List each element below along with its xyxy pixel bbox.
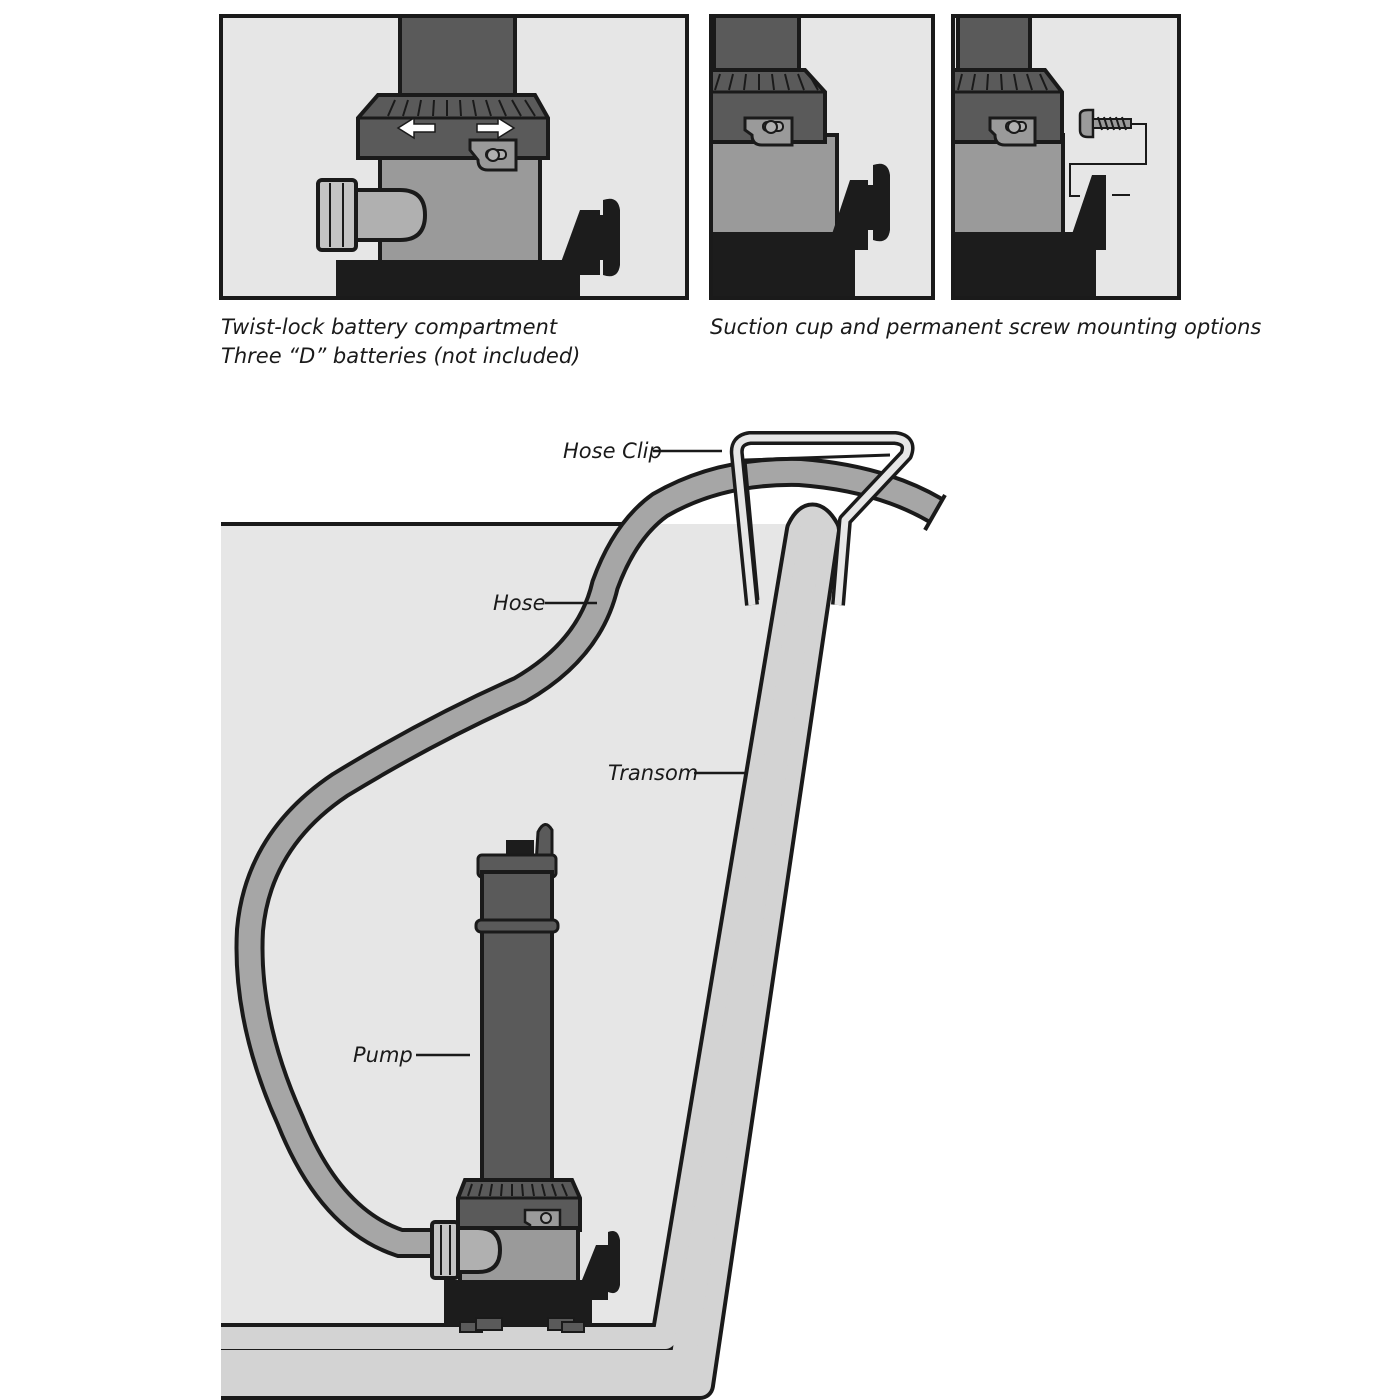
panel-screw-mount: [951, 14, 1181, 300]
label-hose-clip: Hose Clip: [563, 439, 722, 463]
screw-icon: [1078, 108, 1132, 139]
pump: [430, 823, 620, 1333]
label-pump: Pump: [353, 1043, 470, 1067]
caption-battery-line1: Twist-lock battery compartment: [221, 315, 558, 339]
caption-battery-line2: Three “D” batteries (not included): [221, 344, 580, 368]
label-hose-text: Hose: [493, 591, 546, 615]
transom: [221, 526, 824, 1374]
label-transom-text: Transom: [608, 761, 698, 785]
label-hose-clip-text: Hose Clip: [563, 439, 662, 463]
label-pump-text: Pump: [353, 1043, 413, 1067]
panel-battery-compartment: [219, 14, 689, 300]
boat-hull: [221, 502, 841, 1400]
hose-clip: [729, 431, 915, 606]
label-transom: Transom: [608, 761, 746, 785]
label-hose: Hose: [493, 591, 597, 615]
panel-suction-cup: [709, 14, 935, 300]
caption-mounting: Suction cup and permanent screw mounting…: [710, 315, 1261, 339]
